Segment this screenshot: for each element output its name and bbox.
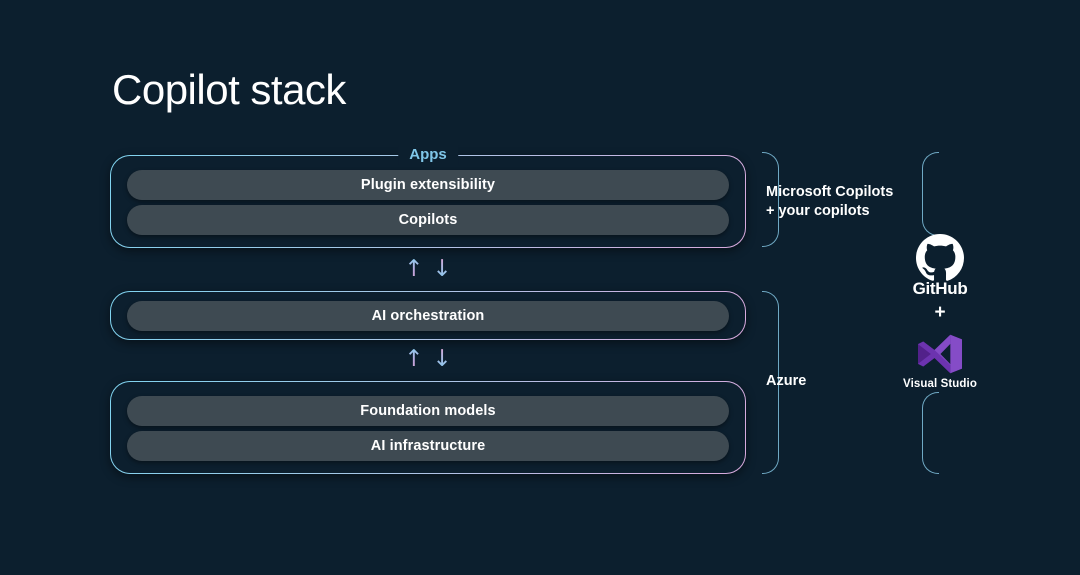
annotation-copilots-line2: + your copilots	[766, 203, 870, 219]
tools-separator: +	[934, 302, 946, 323]
bracket-tools-bottom	[922, 392, 939, 474]
layer-box-apps: Apps Plugin extensibility Copilots	[110, 145, 746, 248]
github-logo: GitHub	[900, 234, 980, 299]
pill-foundation-models[interactable]: Foundation models	[127, 396, 729, 426]
layer-box-orchestration: AI orchestration	[110, 291, 746, 340]
annotation-azure: Azure	[766, 373, 807, 389]
pill-ai-orchestration[interactable]: AI orchestration	[127, 301, 729, 331]
arrow-up-icon: ↑	[404, 345, 424, 372]
page-title: Copilot stack	[112, 66, 346, 113]
annotation-copilots-line1: Microsoft Copilots	[766, 184, 894, 200]
connector-orchestration-to-foundation: ↑ ↓	[110, 343, 746, 375]
arrow-down-icon: ↓	[432, 345, 452, 372]
connector-apps-to-orchestration: ↑ ↓	[110, 253, 746, 285]
github-icon	[916, 234, 964, 281]
pill-copilots[interactable]: Copilots	[127, 205, 729, 235]
github-label: GitHub	[912, 279, 968, 298]
arrow-up-icon: ↑	[404, 255, 424, 282]
visual-studio-label: Visual Studio	[903, 378, 977, 390]
visual-studio-icon	[918, 334, 962, 374]
pill-ai-infrastructure[interactable]: AI infrastructure	[127, 431, 729, 461]
visual-studio-logo: Visual Studio	[896, 332, 984, 390]
layer-box-foundation: Foundation models AI infrastructure	[110, 381, 746, 474]
layer-legend-apps: Apps	[398, 145, 458, 165]
arrow-down-icon: ↓	[432, 255, 452, 282]
annotation-copilots: Microsoft Copilots + your copilots	[766, 183, 893, 221]
bracket-tools-top	[922, 152, 939, 236]
pill-plugin-extensibility[interactable]: Plugin extensibility	[127, 170, 729, 200]
